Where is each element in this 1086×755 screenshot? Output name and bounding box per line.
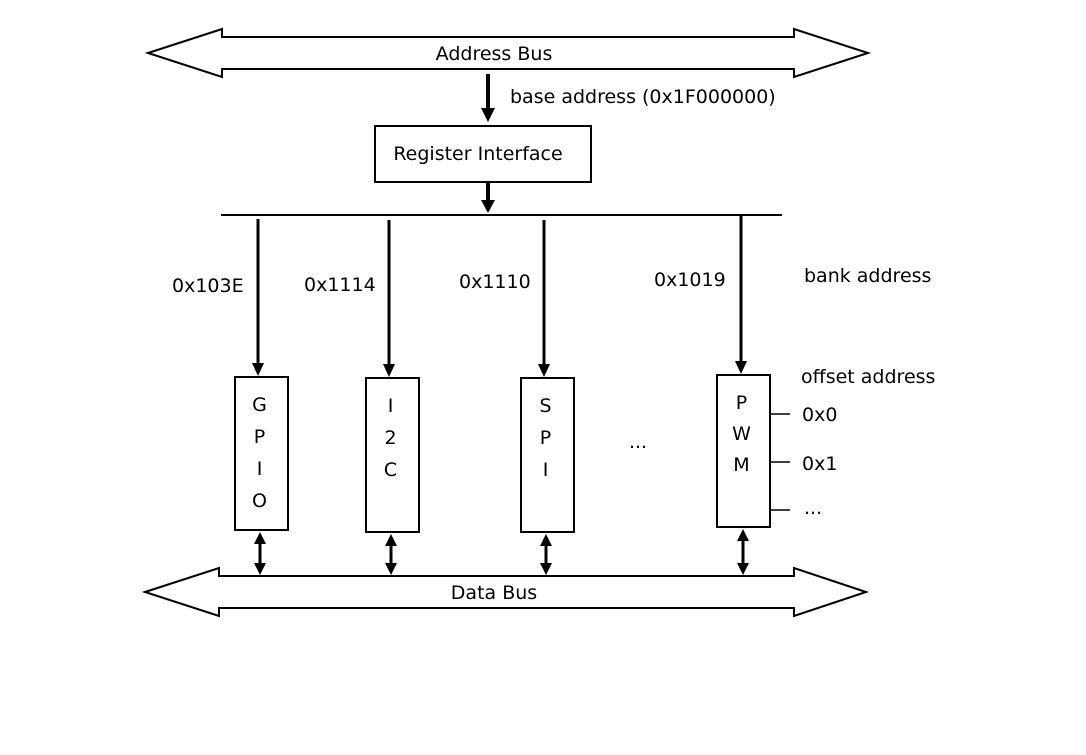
register-interface-box — [374, 125, 592, 183]
bank-address-value: 0x1114 — [304, 274, 376, 296]
base-address-label: base address (0x1F000000) — [510, 86, 776, 108]
address-bus-arrow — [144, 27, 872, 79]
register-interface-label: Register Interface — [393, 143, 562, 165]
bank-address-value: 0x1110 — [459, 271, 531, 293]
peripheral-name-letter: C — [384, 459, 397, 481]
data-bus-bidirectional-arrow — [737, 529, 749, 575]
peripheral-name-letter: P — [254, 426, 265, 448]
offset-list: 0x0 0x1 ... — [770, 404, 837, 519]
peripheral-box — [520, 377, 575, 533]
bank-address-arrow — [252, 219, 264, 376]
peripheral-name-letter: I — [257, 458, 263, 480]
peripheral-box — [365, 377, 420, 533]
peripheral-name-letter: W — [732, 423, 751, 445]
bank-address-arrow — [538, 220, 550, 377]
offset-item: 0x0 — [802, 404, 837, 426]
peripheral-name-letter: I — [388, 395, 394, 417]
register-to-bank-arrow — [481, 182, 495, 213]
peripheral-box — [234, 376, 289, 531]
address-bus-label: Address Bus — [436, 43, 553, 65]
bank-address-value: 0x1019 — [654, 269, 726, 291]
peripheral-box — [716, 374, 771, 528]
bank-address-value: 0x103E — [172, 275, 244, 297]
offset-item: ... — [804, 497, 822, 519]
peripheral-name-letter: M — [733, 454, 749, 476]
offset-address-label: offset address — [801, 366, 935, 388]
bank-address-arrow — [383, 220, 395, 377]
more-blocks-ellipsis: ... — [629, 431, 647, 453]
offset-item: 0x1 — [802, 453, 837, 475]
bank-address-arrow — [735, 216, 747, 374]
bank-address-label: bank address — [804, 265, 931, 287]
peripheral-name-letter: I — [543, 459, 549, 481]
data-bus-label: Data Bus — [451, 582, 537, 604]
base-address-arrow — [481, 74, 495, 122]
data-bus-bidirectional-arrow — [254, 532, 266, 575]
peripheral-name-letter: 2 — [384, 427, 396, 449]
data-bus-arrow — [141, 566, 870, 618]
data-bus-bidirectional-arrow — [540, 534, 552, 575]
peripheral-name-letter: G — [252, 394, 267, 416]
data-bus-bidirectional-arrow — [385, 534, 397, 575]
peripheral-name-letter: S — [539, 395, 551, 417]
peripheral-name-letter: P — [736, 392, 747, 414]
peripheral-name-letter: P — [540, 427, 551, 449]
peripheral-name-letter: O — [252, 490, 267, 512]
